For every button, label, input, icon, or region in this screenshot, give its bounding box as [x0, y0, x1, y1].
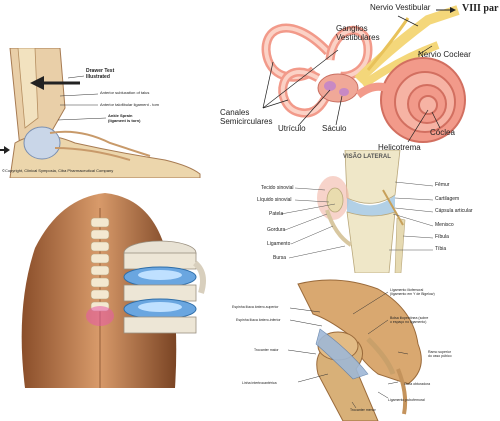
inner-ear-panel: Nervio Vestibular VIII par Ganglios Vest…: [218, 0, 500, 162]
vestibular-ganglia-label: Ganglios Vestibulares: [336, 24, 380, 42]
hip-label-bolsa-iliopectinea: Bolsa iliopectínea (sobre o espaço no li…: [390, 316, 429, 324]
knee-label-tibia: Tíbia: [435, 246, 447, 252]
knee-label-tecido-sinovial: Tecido sinovial: [261, 185, 294, 191]
ankle-illustration-panel: Drawer Test Illustrated Anterior subluxa…: [0, 48, 205, 178]
hip-label-ligamento-iliofemoral: Ligamento iliofemoral (ligamento em Y de…: [390, 288, 435, 296]
ankle-illustration: [0, 48, 205, 178]
knee-label-gordura: Gordura: [267, 227, 286, 233]
utricle-label: Utrículo: [278, 124, 306, 133]
saccule-label: Sáculo: [322, 124, 347, 133]
knee-label-patela: Patela: [269, 211, 284, 217]
ankle-copyright: ©Copyright, Clinical Symposia, Ciba Phar…: [2, 168, 114, 173]
knee-label-menisco: Menisco: [435, 222, 454, 228]
knee-label-liquido-sinovial: Líquido sinovial: [257, 197, 292, 203]
hip-joint-panel: Ligamento iliofemoral (ligamento em Y de…: [228, 274, 500, 421]
hip-label-trocanter-maior: Trocanter maior: [254, 348, 279, 352]
spine-back-photo-panel: [5, 188, 208, 388]
hip-label-linha-intertrocanterica: Linha intertrocantérica: [242, 381, 277, 385]
hip-label-ligamento-pubofemoral: Ligamento pubofemoral: [388, 398, 425, 402]
hip-label-espinha-antero-superior: Espinha ilíaca ântero-superior: [232, 305, 279, 309]
knee-label-ligamento: Ligamento: [267, 241, 291, 247]
inner-ear-illustration: [261, 5, 466, 143]
anterior-ligament-label: Anterior talofibular ligament - torn: [100, 102, 160, 107]
knee-label-femur: Fêmur: [435, 182, 450, 188]
anterior-subluxation-label: Anterior subluxation of talus: [100, 90, 150, 95]
knee-label-fibula: Fíbula: [435, 234, 449, 240]
hip-label-espinha-antero-inferior: Espinha ilíaca ântero-inferior: [236, 318, 281, 322]
knee-label-capsula-articular: Cápsula articular: [435, 208, 473, 214]
semicircular-canals-label: Canales Semicirculares: [220, 108, 273, 126]
hip-label-cinta-obturadora: Cinta obturadora: [404, 382, 431, 386]
cochlea-label: Cóclea: [430, 128, 455, 137]
spine-back-illustration: [5, 188, 208, 388]
drawer-test-label: Drawer Test Illustrated: [86, 68, 115, 80]
knee-label-cartilagem: Cartilagem: [435, 196, 460, 202]
hip-label-trocanter-menor: Trocanter menor: [350, 408, 376, 412]
viii-pair-label: VIII par: [462, 3, 499, 14]
vestibular-nerve-label: Nervio Vestibular: [370, 3, 431, 12]
hip-label-ramo-superior: Ramo superior do osso púbico: [428, 350, 452, 358]
helicotrema-label: Helicotrema: [378, 143, 421, 152]
knee-title: VISÃO LATERAL: [343, 154, 391, 160]
knee-label-bursa: Bursa: [273, 255, 287, 261]
hip-illustration: [228, 274, 500, 421]
knee-illustration: [255, 150, 500, 273]
knee-lateral-view-panel: VISÃO LATERAL Tecido sinovial Líquido si…: [255, 150, 500, 273]
cochlear-nerve-label: Nervio Coclear: [418, 50, 471, 59]
ankle-sprain-label: Ankle Sprain (ligament is torn): [108, 113, 141, 123]
